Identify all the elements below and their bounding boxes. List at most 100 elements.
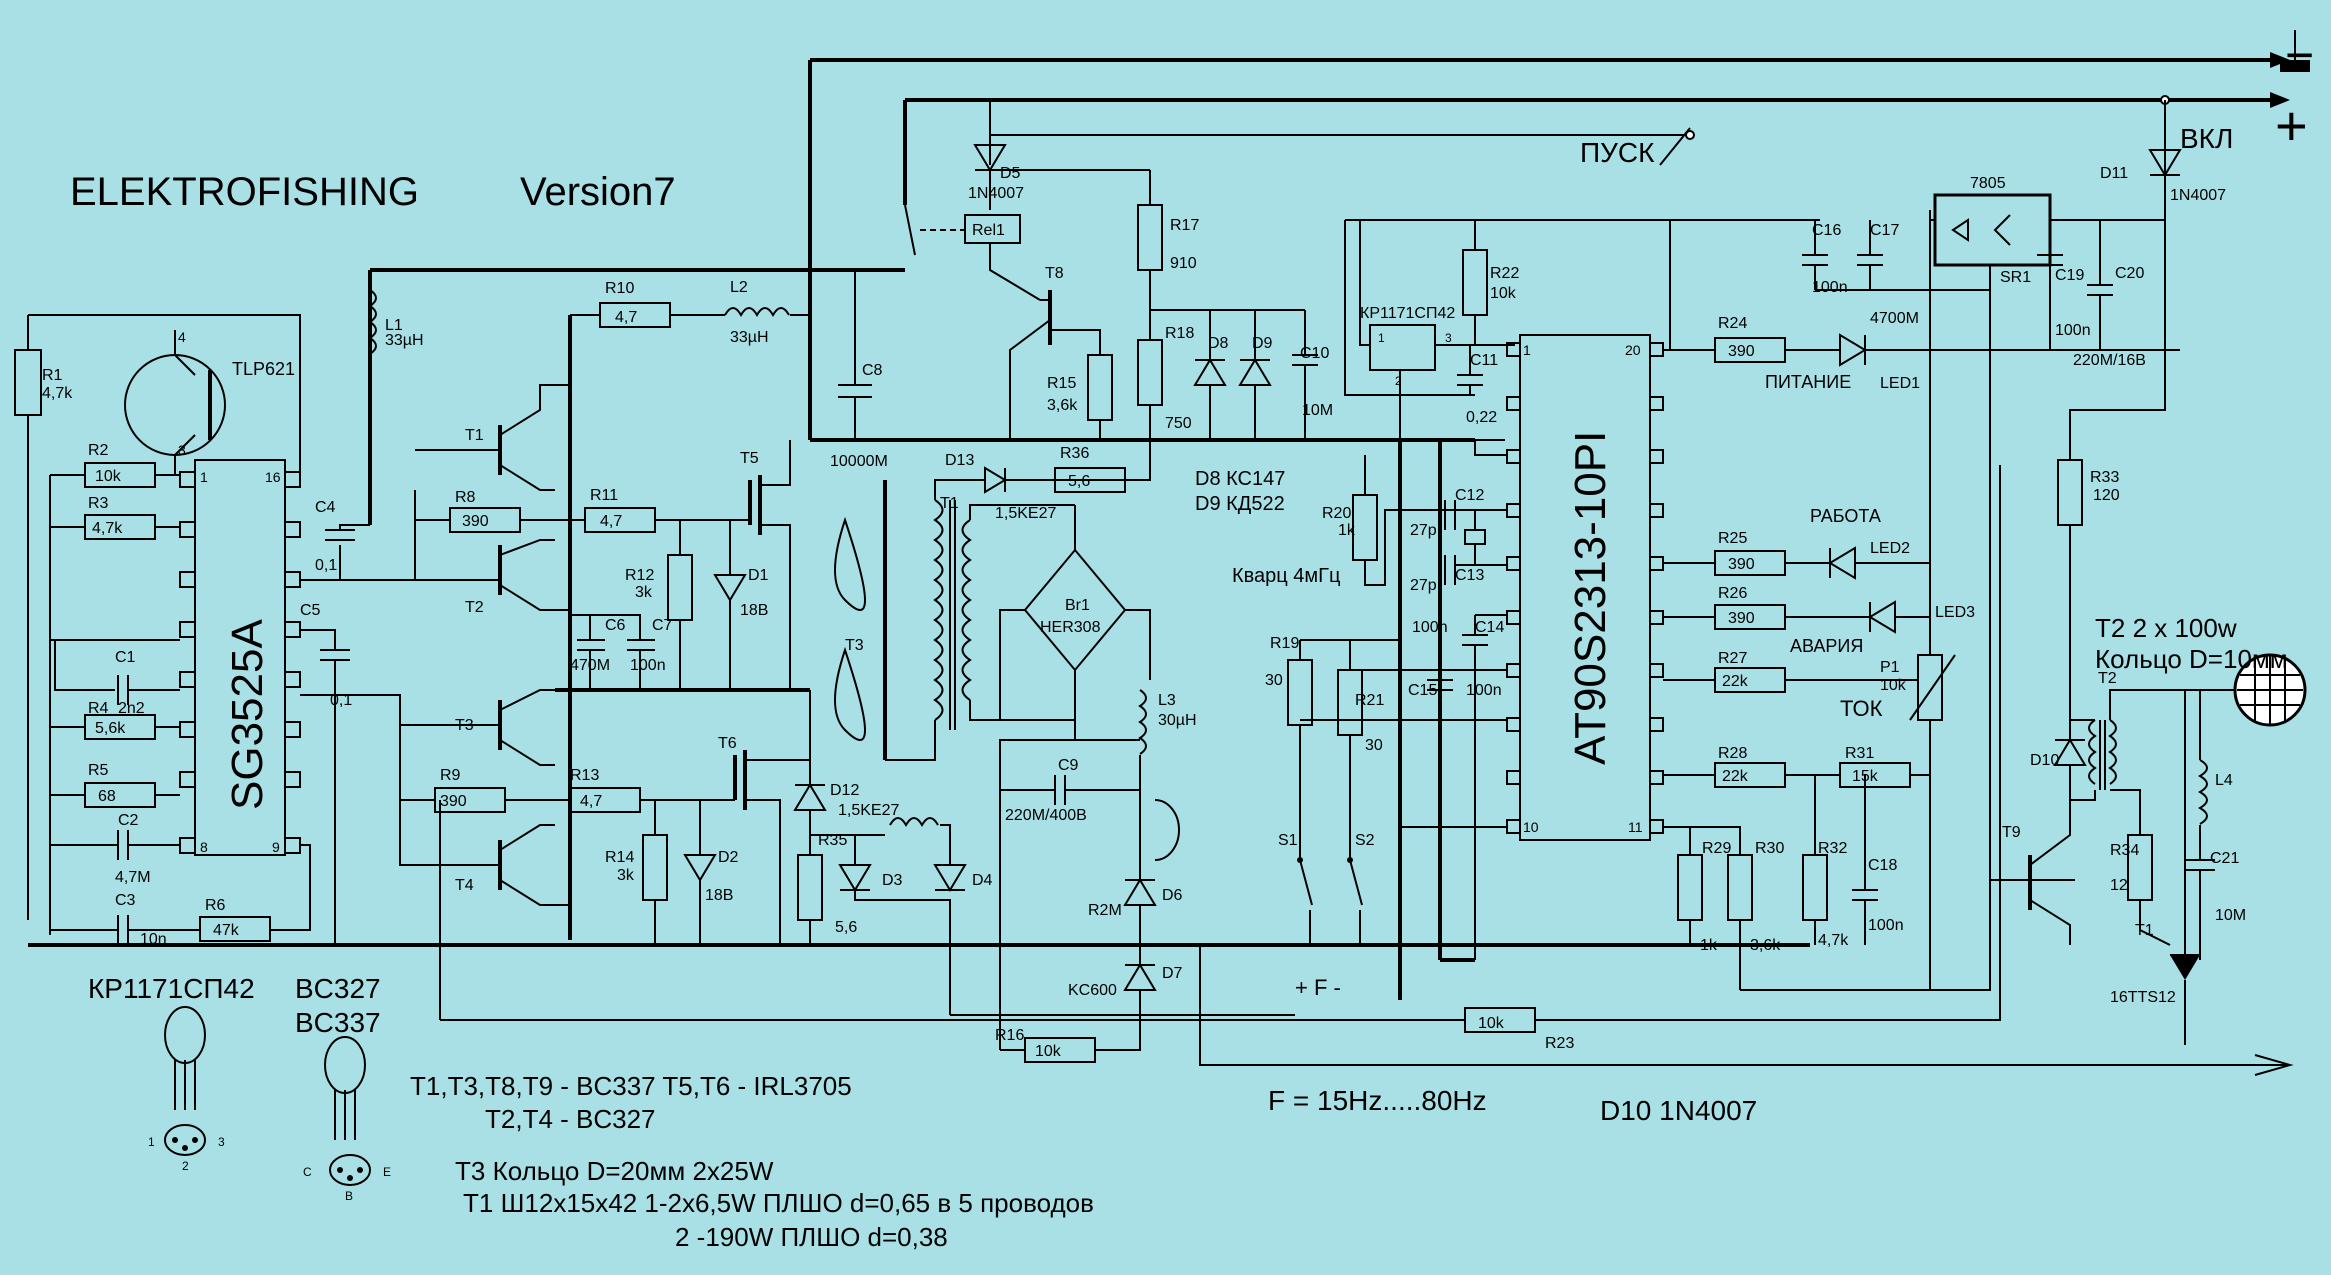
power-switch-label: ВКЛ (2180, 123, 2233, 154)
c5-label: C5 (300, 602, 321, 619)
r25-value: 390 (1728, 556, 1755, 573)
r12-label: R12 (625, 567, 654, 584)
r1-value: 4,7k (42, 385, 73, 402)
c3-value: 10n (140, 931, 167, 948)
d2-value: 18B (705, 887, 733, 904)
r35-label: R35 (818, 832, 847, 849)
sr1-label: SR1 (2000, 269, 2031, 286)
pin-label: 1 (1523, 342, 1531, 358)
c2-label: C2 (118, 812, 139, 829)
d12-value: 1,5KE27 (838, 802, 899, 819)
c9-label: C9 (1058, 757, 1079, 774)
r30-label: R30 (1755, 840, 1784, 857)
r31-value: 15k (1852, 768, 1879, 785)
t2-xfmr-label: T2 (2098, 670, 2117, 687)
c4-label: C4 (315, 499, 336, 516)
s1-label: S1 (1278, 832, 1298, 849)
r19-label: R19 (1270, 635, 1299, 652)
r18-value: 750 (1165, 415, 1192, 432)
r2-label: R2 (88, 442, 109, 459)
c4-value: 0,1 (315, 557, 337, 574)
r31-label: R31 (1845, 745, 1874, 762)
at90s2313-chip (1506, 334, 1664, 841)
c10-value: 10M (1302, 402, 1333, 419)
r20-label: R20 (1322, 505, 1351, 522)
regulator-label: 7805 (1970, 175, 2006, 192)
pkg-pin-label: E (383, 1165, 391, 1179)
l1-label: L1 (385, 317, 403, 334)
r15-value: 3,6k (1047, 397, 1078, 414)
c14-label: C14 (1475, 619, 1504, 636)
start-label: ПУСК (1580, 137, 1655, 168)
l3-value: 30µH (1158, 712, 1197, 729)
c9-value: 220M/400B (1005, 807, 1087, 824)
p1-label: P1 (1880, 659, 1900, 676)
freq-switch-label: + F - (1295, 975, 1341, 1000)
d9-label: D9 (1252, 335, 1273, 352)
pkg-ref-title: КР1171СП42 (88, 973, 255, 1004)
r27-label: R27 (1718, 650, 1747, 667)
c11-value: 0,22 (1466, 409, 1497, 426)
note-t3: T3 Кольцо D=20мм 2x25W (455, 1156, 774, 1186)
r29-label: R29 (1702, 840, 1731, 857)
d10-label: D10 (2030, 752, 2059, 769)
c18-label: C18 (1868, 857, 1897, 874)
c1-label: C1 (115, 649, 136, 666)
d13-label: D13 (945, 452, 974, 469)
r29-value: 1k (1700, 937, 1718, 954)
r28-value: 22k (1722, 768, 1749, 785)
t1-xfmr-label: T1 (940, 495, 959, 512)
relay-driver (904, 100, 1113, 440)
r6-label: R6 (205, 897, 226, 914)
t6-label: T6 (718, 735, 737, 752)
c21-value: 10M (2215, 907, 2246, 924)
r6-value: 47k (213, 922, 240, 939)
pkg-pin-label: 3 (218, 1135, 225, 1149)
t2-ring: Кольцо D=10мм (2095, 644, 2288, 674)
c15-value: 100n (1466, 682, 1502, 699)
r24-label: R24 (1718, 315, 1747, 332)
pkg-pin-label: C (303, 1165, 312, 1179)
c2-value: 4,7M (115, 869, 151, 886)
pin-label: 11 (1628, 819, 1643, 835)
pin-label: 3 (178, 442, 186, 458)
r35-value: 5,6 (835, 919, 857, 936)
mcu-left-network (1287, 439, 1507, 1000)
d13-value: 1,5KE27 (995, 505, 1056, 522)
r24-value: 390 (1728, 343, 1755, 360)
c10-label: C10 (1300, 345, 1329, 362)
c18-value: 100n (1868, 917, 1904, 934)
c5-value: 0,1 (330, 692, 352, 709)
c6-value: 470M (570, 657, 610, 674)
d8-note: D8 КС147 (1195, 468, 1285, 490)
freq-range: F = 15Hz.....80Hz (1268, 1085, 1487, 1116)
pkg-pin-label: 2 (182, 1159, 189, 1173)
thyristor-value: 16TTS12 (2110, 989, 2176, 1006)
thyristor-label: T1 (2135, 922, 2154, 939)
quartz-label: Кварц 4мГц (1232, 565, 1340, 587)
r5-label: R5 (88, 762, 109, 779)
d3-label: D3 (882, 872, 903, 889)
r21-label: R21 (1355, 692, 1384, 709)
r16-value: 10k (1035, 1043, 1062, 1060)
pin-label: 1 (200, 469, 208, 485)
d2-label: D2 (718, 849, 739, 866)
d6-value: R2M (1088, 902, 1122, 919)
br1-label: Br1 (1065, 597, 1090, 614)
opto-label: TLP621 (232, 359, 295, 379)
t4-label: T4 (455, 877, 474, 894)
r8-label: R8 (455, 489, 476, 506)
c14-value: 100n (1412, 619, 1448, 636)
pkg-pin-label: B (345, 1189, 353, 1203)
pin-label: 2 (1395, 374, 1402, 388)
c11-label: C11 (1470, 352, 1498, 369)
c7-value: 100n (630, 657, 666, 674)
regulator (1802, 149, 2182, 990)
pin-label: 20 (1625, 342, 1641, 358)
d12-label: D12 (830, 782, 859, 799)
r8-value: 390 (462, 513, 489, 530)
t9-label: T9 (2002, 824, 2021, 841)
r13-value: 4,7 (580, 793, 602, 810)
alarm-led-label: АВАРИЯ (1790, 636, 1863, 656)
